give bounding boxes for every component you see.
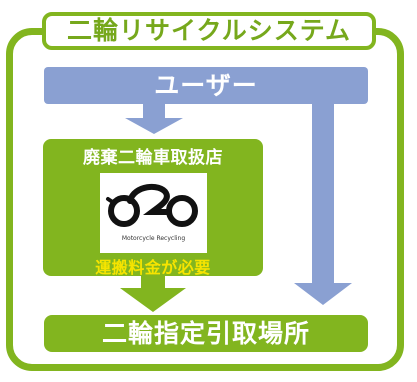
shop-to-destination-arrow: [120, 276, 186, 312]
designated-collection-site-bar: 二輪指定引取場所: [44, 315, 368, 352]
dealer-box: 廃棄二輪車取扱店 Motorcycle Recycling 運搬料金が必要: [43, 139, 263, 277]
user-to-destination-arrow: [294, 104, 352, 305]
diagram-title: 二輪リサイクルシステム: [42, 12, 376, 50]
transport-fee-note: 運搬料金が必要: [95, 258, 211, 277]
logo-caption: Motorcycle Recycling: [121, 235, 186, 242]
motorcycle-logo-icon: [106, 183, 198, 227]
user-to-shop-arrow: [125, 104, 183, 134]
dealer-title: 廃棄二輪車取扱店: [83, 148, 223, 168]
user-bar: ユーザー: [44, 67, 368, 104]
motorcycle-recycling-logo: Motorcycle Recycling: [100, 173, 207, 253]
